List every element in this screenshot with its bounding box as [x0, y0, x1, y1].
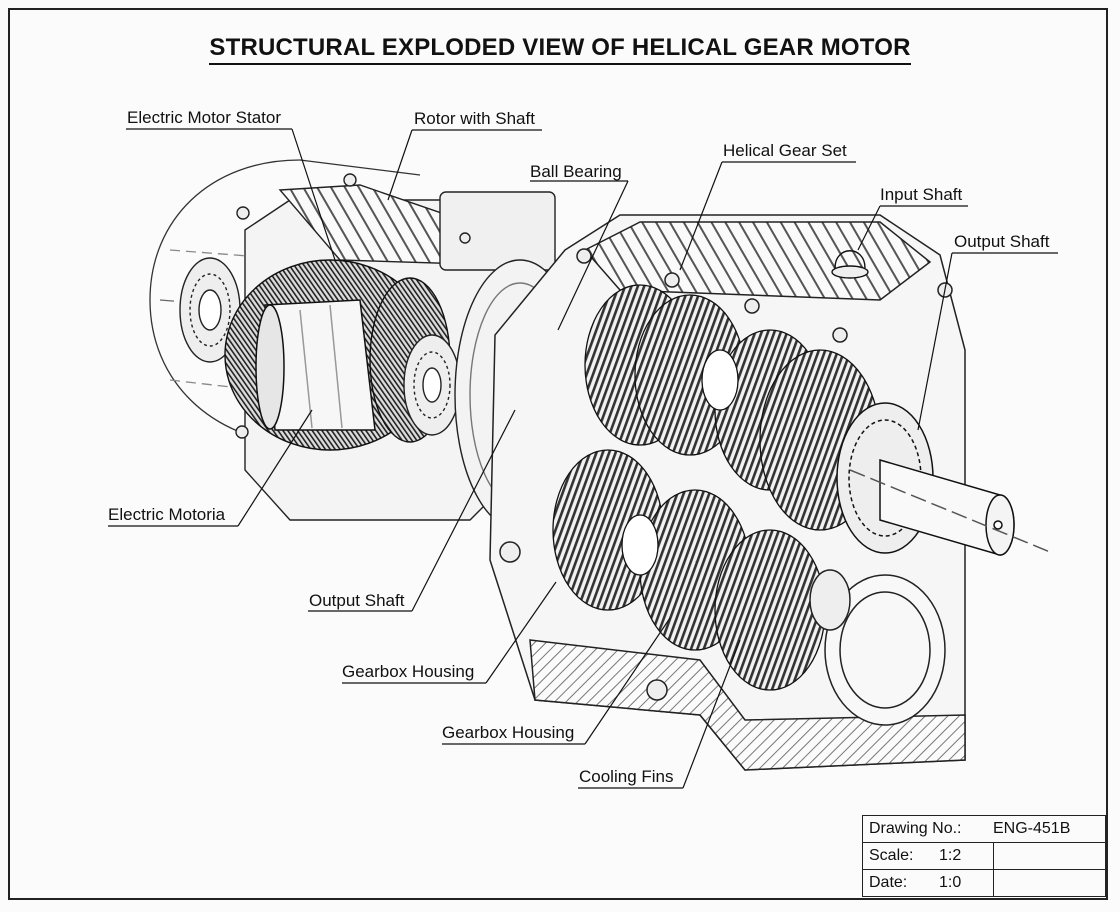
label-rotor-with-shaft: Rotor with Shaft [414, 109, 535, 128]
rotor-core [255, 299, 376, 431]
label-ball-bearing: Ball Bearing [530, 162, 622, 181]
output-shaft-assembly [836, 402, 1051, 556]
title-block: Drawing No.: ENG-451B Scale: 1:2 Date: 1… [862, 815, 1106, 897]
label-gearbox-housing-2: Gearbox Housing [442, 723, 574, 742]
scale-value: 1:2 [939, 847, 962, 864]
drawing-title: STRUCTURAL EXPLODED VIEW OF HELICAL GEAR… [0, 34, 1120, 65]
drawing-no-label: Drawing No.: [869, 820, 962, 837]
label-output-shaft-left: Output Shaft [309, 591, 405, 610]
label-helical-gear-set: Helical Gear Set [723, 141, 847, 160]
title-block-scale-row: Scale: 1:2 [863, 843, 1105, 870]
title-block-divider [993, 843, 994, 897]
label-electric-motoria: Electric Motoria [108, 505, 226, 524]
title-block-date-row: Date: 1:0 [863, 870, 1105, 897]
label-electric-motor-stator: Electric Motor Stator [127, 108, 281, 127]
title-block-drawing-no-row: Drawing No.: ENG-451B [863, 816, 1105, 843]
input-shaft-eyebolt [831, 250, 869, 279]
drawing-border [8, 8, 1108, 900]
helical-gears [552, 284, 881, 691]
label-input-shaft: Input Shaft [880, 185, 963, 204]
label-output-shaft-right: Output Shaft [954, 232, 1050, 251]
scale-label: Scale: [869, 847, 914, 864]
leader-lines [108, 128, 1058, 789]
label-cooling-fins: Cooling Fins [579, 767, 674, 786]
drawing-no-value: ENG-451B [993, 820, 1071, 837]
label-gearbox-housing-1: Gearbox Housing [342, 662, 474, 681]
output-flange-ring [809, 569, 946, 726]
date-label: Date: [869, 874, 908, 891]
date-value: 1:0 [939, 874, 962, 891]
motor-right-bearing [403, 334, 461, 436]
